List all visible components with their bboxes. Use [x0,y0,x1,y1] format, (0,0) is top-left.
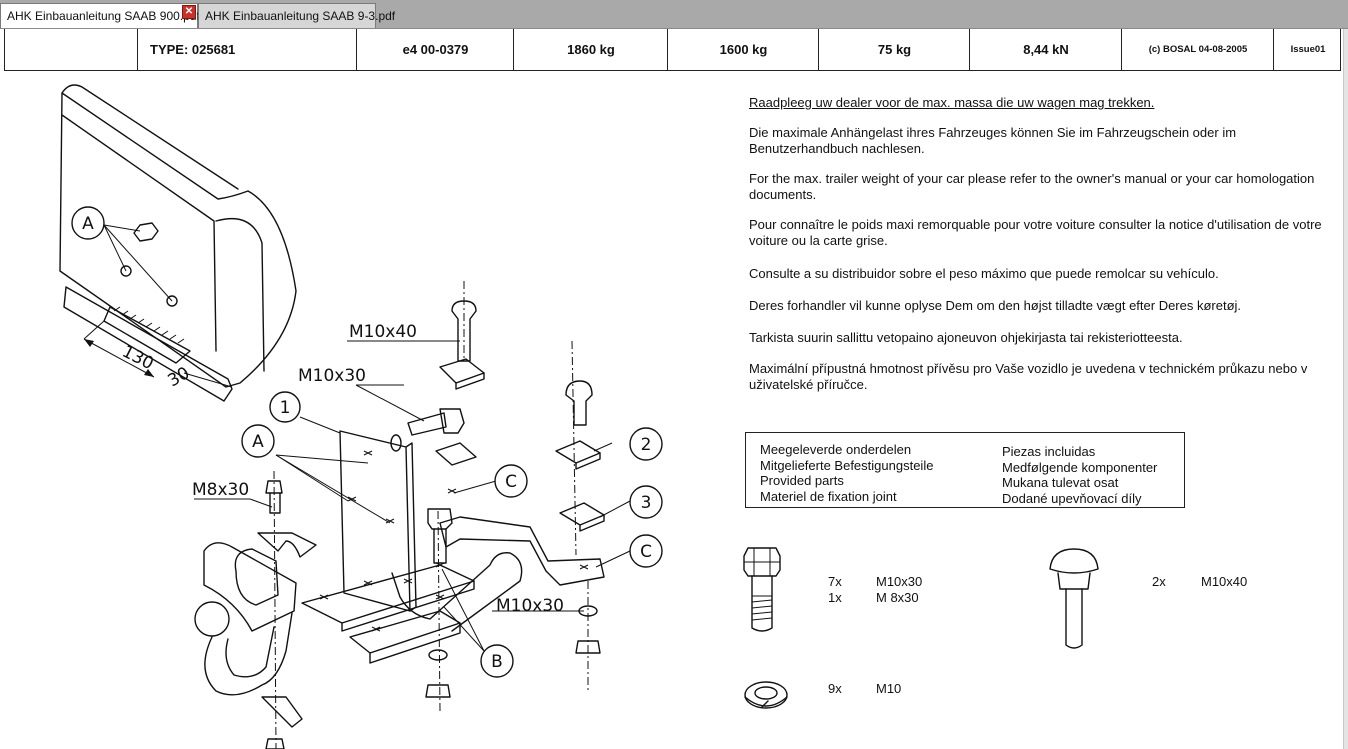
tab-saab-900[interactable]: AHK Einbauanleitung SAAB 900.pdf [0,3,200,28]
spec-table-row: TYPE: 025681 e4 00-0379 1860 kg 1600 kg … [4,29,1341,71]
bolt-qty: 7x 1x [828,574,842,606]
page-scrollbar[interactable] [1343,29,1348,749]
parts-label-fr: Materiel de fixation joint [760,488,897,504]
bolt-size-1: M10x30 [876,574,923,589]
m10x30-bolt-top [390,408,477,466]
callout-1 [269,391,301,423]
parts-label-de: Mitgelieferte Befestigungsteile [760,457,934,473]
hex-bolt-icon [743,547,781,632]
tab-label: AHK Einbauanleitung SAAB 9-3.pdf [205,9,396,23]
callout-2-label: 2 [641,435,652,455]
mass-cell-2: 1600 kg [667,29,819,70]
spring-washer-icon [744,681,788,709]
type-cell: TYPE: 025681 [137,29,357,70]
callout-c-top-label: C [505,472,517,492]
parts-label-da: Medfølgende komponenter [1002,459,1158,475]
approval-cell: e4 00-0379 [356,29,514,70]
label-m8x30: M8x30 [192,480,249,500]
washer-qty: 9x [828,681,842,696]
carriage-bolt-icon [1049,548,1099,649]
washer-size: M10 [876,681,902,696]
callout-3-label: 3 [641,493,652,513]
bolt-size-2: M 8x30 [876,590,919,605]
bolt-qty-2: 1x [828,590,842,605]
callout-c-right-label: C [640,542,652,562]
lower-bolts [257,470,453,749]
parts-label-fi: Mukana tulevat osat [1002,475,1119,490]
towbar-bracket [194,430,605,728]
callout-b-label: B [491,652,503,672]
bolt-markers [319,450,589,632]
d-value-cell: 8,44 kN [969,29,1122,70]
chassis-member-detail [59,84,297,402]
parts-label-cs: Dodané upevňovací díly [1002,490,1142,506]
label-m10x40: M10x40 [349,322,417,342]
tab-saab-9-3[interactable]: AHK Einbauanleitung SAAB 9-3.pdf [198,3,395,28]
parts-label-es: Piezas incluidas [1002,444,1096,459]
instruction-nl: Raadpleeg uw dealer voor de max. massa d… [749,95,1155,110]
vertical-load-cell: 75 kg [818,29,970,70]
mass-cell-1: 1860 kg [513,29,668,70]
instruction-de: Die maximale Anhängelast ihres Fahrzeuge… [749,125,1237,156]
parts-label-en: Provided parts [760,473,844,488]
right-side-parts [555,340,605,691]
callout-a [241,424,275,458]
carriage-qty: 2x [1152,574,1166,589]
m10x40-carriage-bolt [439,281,485,390]
callout-c-top [494,464,528,498]
callout-a-top-label: A [82,214,94,234]
instruction-fr: Pour connaître le poids maxi remorquable… [749,217,1322,248]
bolt-size: M10x30 M 8x30 [876,574,922,606]
callout-c-right [629,534,663,568]
callout-3 [629,485,663,519]
instruction-cs: Maximální přípustná hmotnost přívěsu pro… [749,361,1308,392]
tab-label: AHK Einbauanleitung SAAB 900.pdf [7,9,200,23]
instruction-fi: Tarkista suurin sallittu vetopaino ajone… [749,330,1183,345]
callout-2 [629,427,663,461]
dim-30-label: 30 [165,363,194,391]
copyright-cell: (c) BOSAL 04-08-2005 [1121,29,1274,70]
tab-bar: AHK Einbauanleitung SAAB 900.pdf ✕ AHK E… [0,0,1348,29]
carriage-size: M10x40 [1201,574,1248,589]
callout-1-label: 1 [280,398,291,418]
provided-parts-box: Meegeleverde onderdelen Mitgelieferte Be… [745,432,1185,508]
leader-lines [194,340,631,652]
callout-a-top [71,206,105,240]
callout-a-label: A [252,432,264,452]
exploded-assembly-drawing: 130 30 A [59,84,663,749]
bolt-qty-1: 7x [828,574,842,589]
close-icon[interactable]: ✕ [182,5,196,19]
instruction-es: Consulte a su distribuidor sobre el peso… [749,266,1219,281]
label-m10x30-top: M10x30 [298,366,366,386]
document-page: TYPE: 025681 e4 00-0379 1860 kg 1600 kg … [0,29,1348,749]
dim-130-label: 130 [119,342,157,375]
issue-cell: Issue01 [1273,29,1342,70]
callout-b [480,644,514,678]
label-m10x30-bottom: M10x30 [496,596,564,616]
parts-label-nl: Meegeleverde onderdelen [760,442,912,457]
instruction-da: Deres forhandler vil kunne oplyse Dem om… [749,298,1242,313]
instruction-en: For the max. trailer weight of your car … [749,171,1315,202]
